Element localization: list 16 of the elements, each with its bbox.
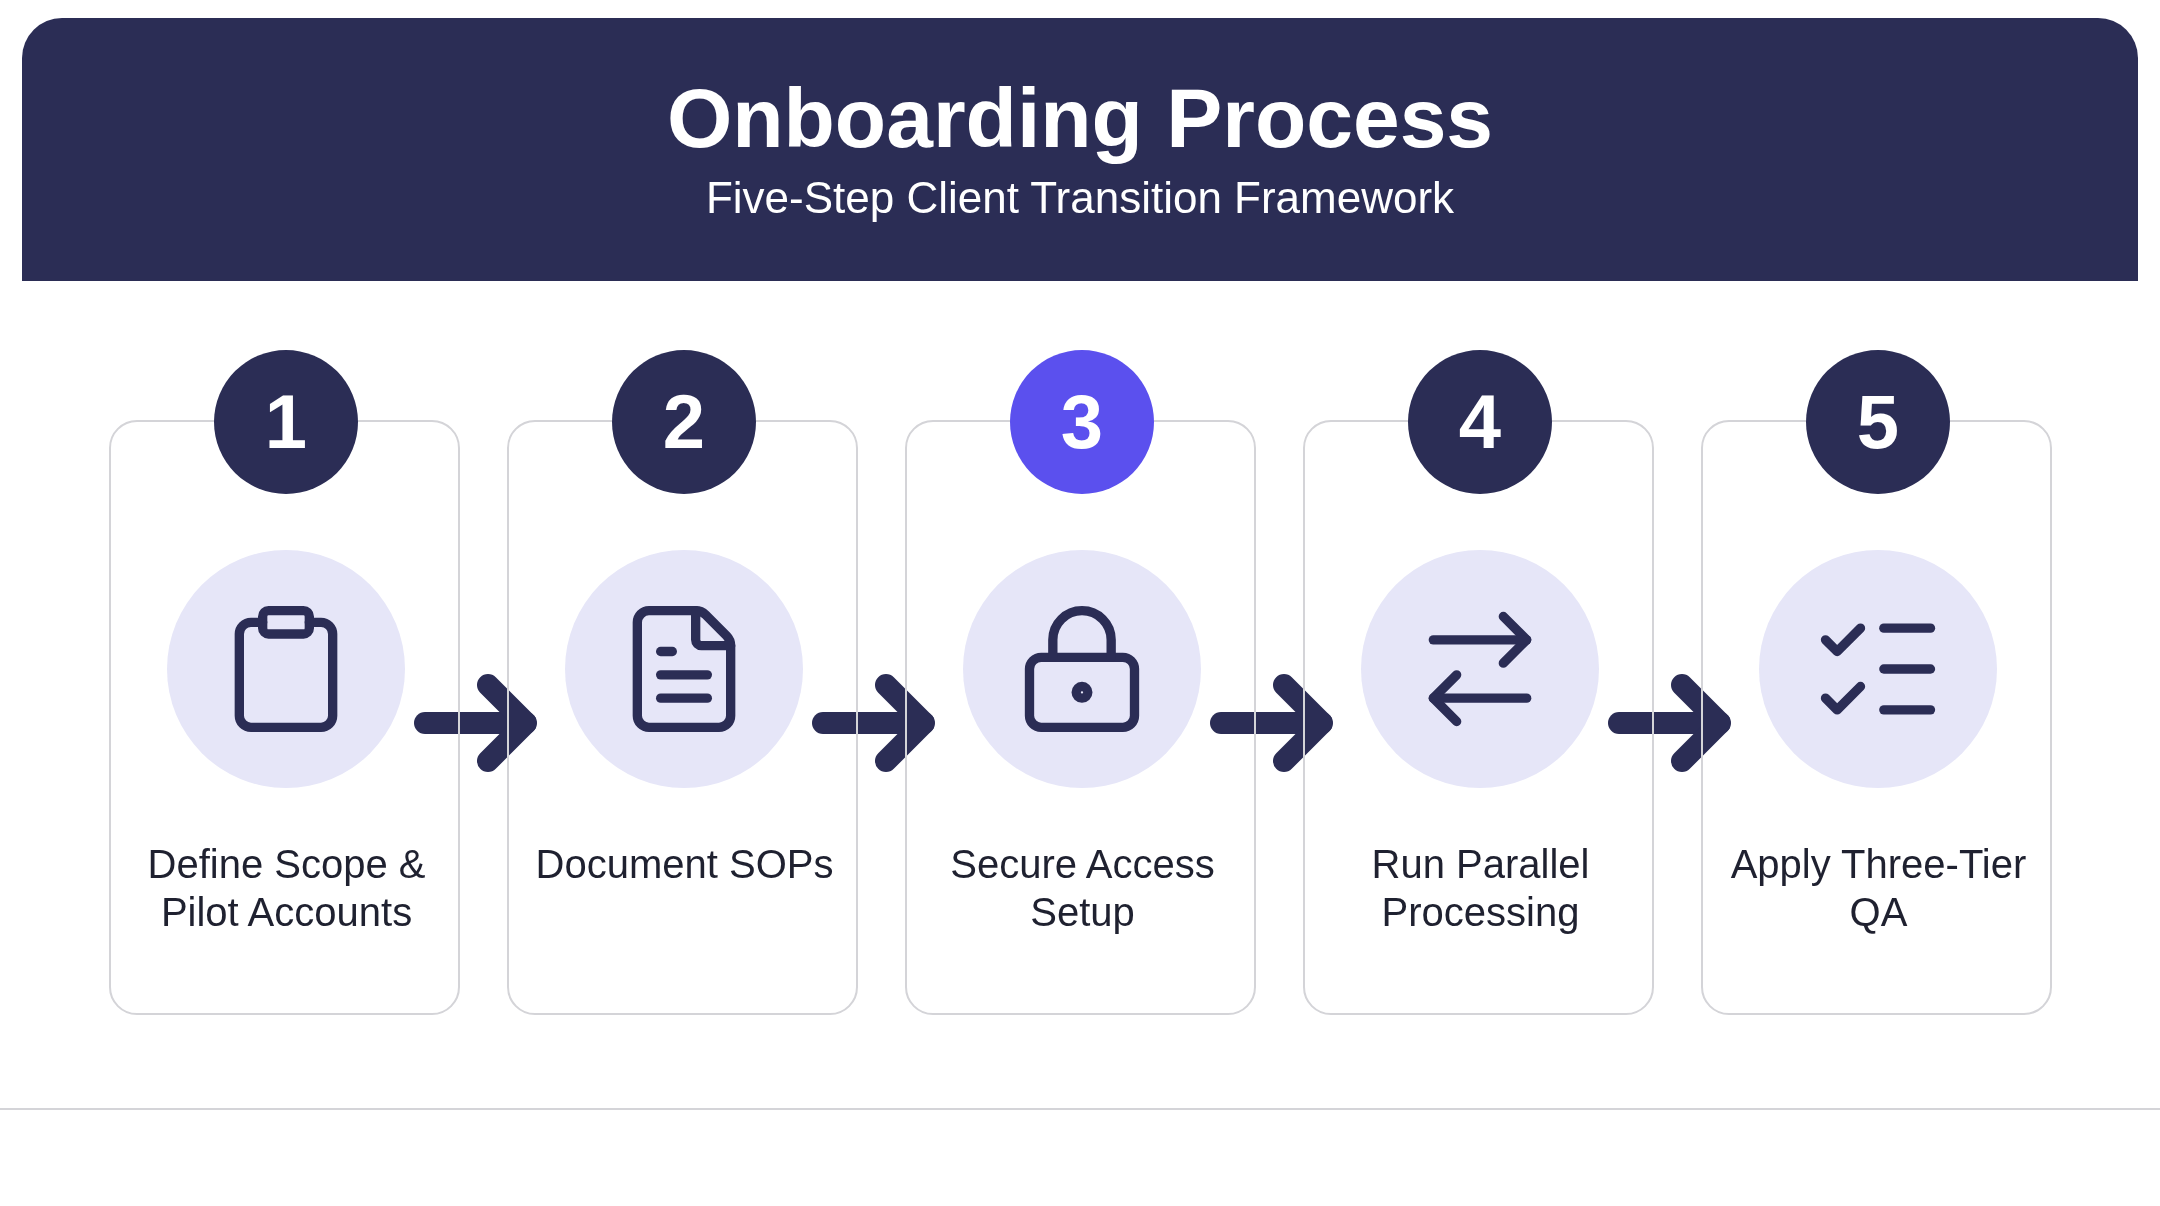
step-label: Define Scope & Pilot Accounts bbox=[146, 841, 427, 936]
subtitle: Five-Step Client Transition Framework bbox=[704, 172, 1456, 224]
step-label: Run Parallel Processing bbox=[1370, 841, 1591, 936]
step-number-badge: 2 bbox=[612, 350, 756, 494]
step-number-badge: 1 bbox=[214, 350, 358, 494]
step-number-badge: 3 bbox=[1010, 350, 1154, 494]
step-number-badge: 4 bbox=[1408, 350, 1552, 494]
arrow bbox=[1210, 674, 1333, 772]
arrow bbox=[1608, 674, 1731, 772]
step-label: Secure Access Setup bbox=[949, 841, 1216, 936]
step-number-badge: 5 bbox=[1806, 350, 1950, 494]
step-label: Document SOPs bbox=[534, 841, 835, 888]
step-label: Apply Three-Tier QA bbox=[1729, 841, 2028, 936]
arrow bbox=[414, 674, 537, 772]
arrow bbox=[812, 674, 935, 772]
title: Onboarding Process bbox=[665, 70, 1495, 167]
